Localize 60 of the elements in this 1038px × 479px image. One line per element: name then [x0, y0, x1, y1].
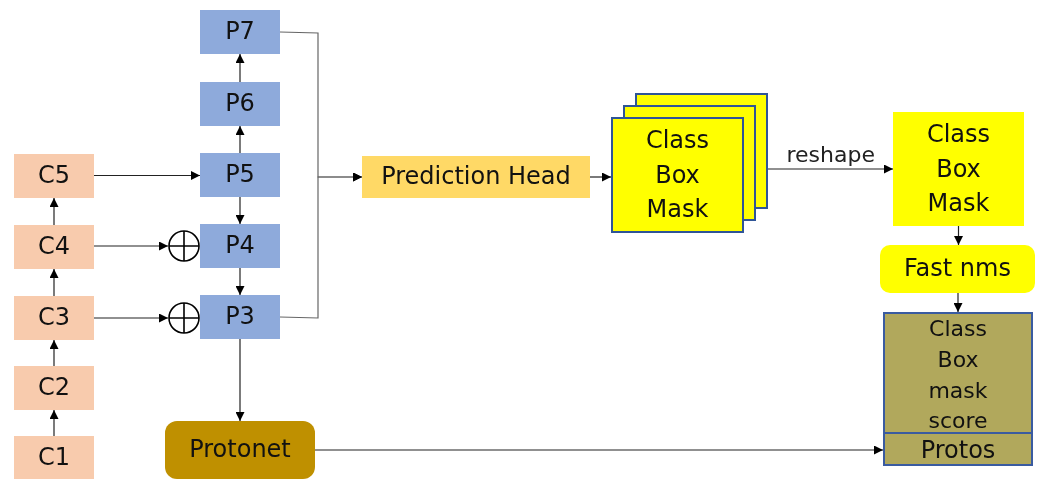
node-label: Mask	[646, 194, 709, 226]
arrow	[314, 445, 884, 455]
pyramid-box	[200, 224, 280, 268]
node-label: P7	[225, 18, 255, 46]
node-label: C2	[38, 374, 70, 402]
arrow	[954, 225, 963, 246]
node-label: Mask	[927, 188, 990, 220]
arrow	[953, 292, 963, 313]
feature-box	[14, 366, 94, 410]
node-label: C4	[38, 233, 70, 261]
arrow	[49, 268, 59, 297]
feature-box	[14, 436, 94, 479]
arrow	[49, 197, 59, 226]
node-label: Box	[936, 153, 981, 185]
node-label: C3	[38, 304, 70, 332]
arrow	[235, 267, 245, 296]
arrow	[589, 172, 612, 182]
arrow	[235, 125, 245, 154]
arrow	[93, 313, 169, 323]
feature-box	[14, 296, 94, 340]
node-label: score	[927, 407, 989, 436]
pyramid-box	[200, 295, 280, 339]
arrow	[93, 241, 169, 251]
node-label: P5	[225, 161, 255, 189]
arrow	[235, 338, 245, 422]
node-label: Class	[926, 118, 991, 150]
node-label: Prediction Head	[381, 163, 571, 191]
feature-box	[14, 154, 94, 198]
node-label: Class	[645, 124, 710, 156]
arrow	[49, 409, 59, 437]
arrow	[93, 171, 201, 180]
arrow	[767, 164, 894, 174]
prediction-head-box	[362, 156, 590, 198]
arrow	[235, 53, 245, 83]
nms-box	[880, 245, 1035, 293]
node-label: Protos	[920, 437, 996, 465]
node-label: Box	[655, 159, 700, 191]
stacked-output-cards	[611, 93, 768, 233]
pyramid-box	[200, 82, 280, 126]
node-label: Box	[936, 345, 980, 374]
node-label: Fast nms	[904, 255, 1011, 283]
protonet-box	[165, 421, 315, 479]
node-label: C5	[38, 162, 70, 190]
node-label: P3	[225, 303, 255, 331]
node-label: mask	[927, 376, 989, 405]
arrow	[235, 196, 245, 225]
add-circle	[168, 230, 200, 262]
pyramid-box	[200, 153, 280, 197]
node-label: C1	[38, 444, 70, 472]
pyramid-box	[200, 10, 280, 54]
feature-box	[14, 225, 94, 269]
node-label: P6	[225, 90, 255, 118]
node-label: P4	[225, 232, 255, 260]
output-box	[893, 112, 1024, 226]
arrow	[49, 339, 59, 367]
result-box	[883, 312, 1033, 466]
arrow	[279, 172, 363, 319]
add-circle	[168, 302, 200, 334]
node-label: Class	[928, 315, 988, 343]
node-label: Protonet	[189, 436, 291, 464]
